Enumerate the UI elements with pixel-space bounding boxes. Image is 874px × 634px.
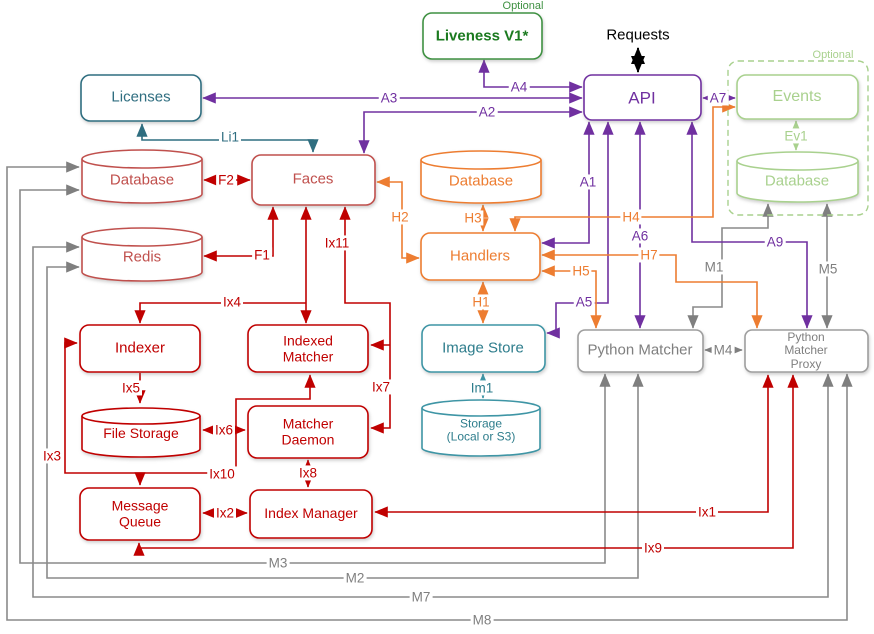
connector-a1 — [541, 121, 595, 249]
node-redis — [81, 227, 203, 282]
optional-events-group — [727, 60, 869, 216]
node-python-matcher-proxy — [744, 329, 869, 373]
node-indexer — [79, 324, 201, 373]
node-faces — [251, 154, 376, 206]
node-message-queue — [79, 487, 201, 541]
connector-a2 — [358, 106, 583, 154]
node-db-orange — [420, 150, 542, 204]
node-image-store — [421, 324, 546, 373]
node-indexed-matcher — [247, 324, 369, 373]
connector-m7 — [32, 241, 834, 598]
connector-ix11 — [339, 206, 391, 434]
node-api — [583, 74, 702, 121]
connector-li1 — [136, 123, 319, 153]
node-python-matcher — [577, 329, 704, 373]
node-file-storage — [81, 407, 201, 458]
node-events — [736, 74, 859, 120]
connector-ix9 — [133, 374, 799, 556]
node-liveness — [422, 12, 543, 60]
node-index-manager — [249, 489, 373, 539]
connector-h2 — [376, 176, 420, 264]
connector-a4 — [478, 59, 583, 93]
connector-m8 — [6, 161, 853, 621]
node-db-red — [81, 149, 203, 204]
node-matcher-daemon — [247, 405, 369, 459]
connector-h4 — [509, 101, 736, 232]
connector-f1 — [203, 206, 279, 262]
connector-h7 — [541, 249, 763, 329]
connector-h5 — [541, 265, 602, 329]
node-licenses — [80, 74, 202, 122]
connector-ix4-branch — [134, 302, 306, 324]
node-db-green — [736, 151, 859, 203]
node-handlers — [420, 232, 541, 281]
connector-a5 — [546, 121, 614, 339]
node-storage — [421, 399, 541, 457]
